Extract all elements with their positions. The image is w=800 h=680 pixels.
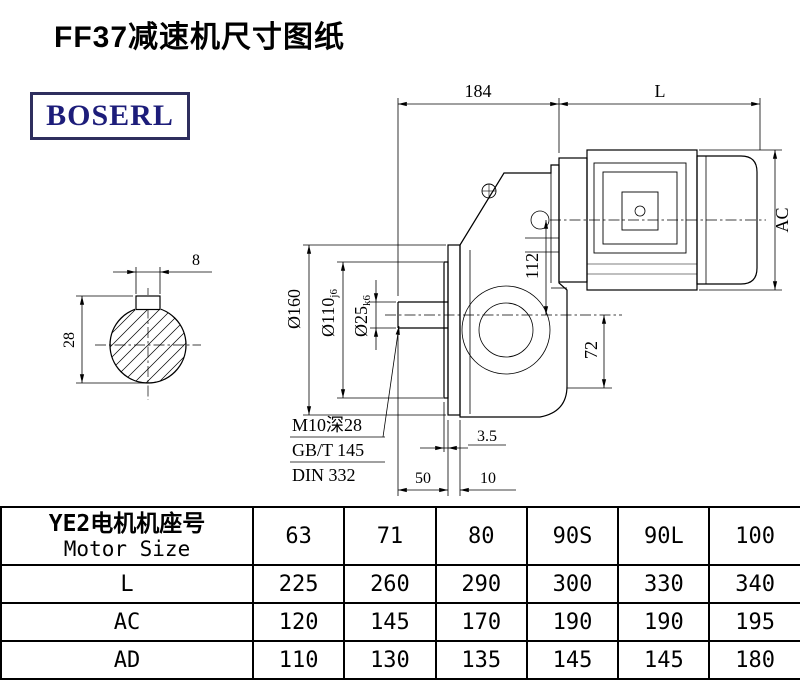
gearbox-internals: [461, 173, 567, 414]
top-dimension-lines: [397, 98, 761, 296]
table-cell: 190: [617, 602, 711, 642]
motor-details: [587, 156, 707, 284]
table-header-row: YE2电机机座号 Motor Size 63 71 80 90S 90L 100: [0, 506, 800, 566]
table-cell: 225: [251, 564, 346, 604]
table-cell: 180: [708, 640, 800, 680]
fan-cover: [696, 155, 758, 285]
dim-AC: AC: [772, 207, 792, 232]
col-header-90S: 90S: [525, 506, 620, 566]
key-block: [135, 295, 161, 311]
dim-spigot-dia: Ø110j6: [318, 289, 340, 337]
section-hatching: [109, 306, 187, 384]
dim-flange-dia: Ø160: [284, 289, 304, 329]
flange-plate: [447, 244, 461, 416]
boserl-logo: BOSERL: [30, 92, 190, 140]
table-cell: 290: [434, 564, 528, 604]
table-cell: 145: [343, 602, 437, 642]
table-cell: 110: [251, 640, 346, 680]
dim-112: 112: [522, 253, 542, 279]
table-cell: 190: [525, 602, 620, 642]
note-lines: [290, 325, 400, 463]
note-din332: DIN 332: [292, 465, 356, 485]
dim-72: 72: [581, 341, 601, 359]
output-shaft: [397, 301, 448, 329]
bottom-dimension-lines: [397, 334, 516, 496]
table-header-motor-size: YE2电机机座号 Motor Size: [0, 506, 254, 566]
table-cell: 170: [434, 602, 528, 642]
header-label-en: Motor Size: [63, 537, 191, 562]
col-header-80: 80: [434, 506, 528, 566]
table-cell: 145: [617, 640, 711, 680]
technical-drawing: 8 28: [61, 81, 792, 496]
ac-dimension-lines: [699, 149, 782, 291]
dim-72-lines: [567, 315, 612, 389]
dim-184: 184: [465, 81, 492, 101]
main-view: 184 L AC 112 72: [284, 81, 792, 496]
table-cell: 260: [343, 564, 437, 604]
table-cell: 195: [708, 602, 800, 642]
motor-size-table: YE2电机机座号 Motor Size 63 71 80 90S 90L 100…: [0, 506, 800, 680]
col-header-100: 100: [708, 506, 800, 566]
note-tap-hole: M10深28: [292, 415, 362, 435]
row-label-L: L: [0, 564, 254, 604]
col-header-90L: 90L: [617, 506, 711, 566]
dim-key-height: 28: [61, 332, 78, 348]
table-cell: 135: [434, 640, 528, 680]
page-title: FF37减速机尺寸图纸: [54, 21, 346, 54]
motor: [558, 149, 758, 291]
table-cell: 340: [708, 564, 800, 604]
table-row-AC: AC 120 145 170 190 190 195: [0, 602, 800, 642]
table-cell: 120: [251, 602, 346, 642]
row-label-AD: AD: [0, 640, 254, 680]
shaft-section-view: 8 28: [61, 252, 212, 400]
dim-3-5: 3.5: [477, 428, 497, 445]
table-row-AD: AD 110 130 135 145 145 180: [0, 640, 800, 680]
dim-shaft-dia: Ø25k6: [351, 295, 373, 338]
table-cell: 330: [617, 564, 711, 604]
dim-key-width: 8: [192, 252, 200, 269]
table-cell: 145: [525, 640, 620, 680]
table-cell: 300: [525, 564, 620, 604]
row-label-AC: AC: [0, 602, 254, 642]
dim-10: 10: [480, 470, 496, 487]
dim-50: 50: [415, 470, 431, 487]
note-gbt145: GB/T 145: [292, 440, 364, 460]
table-cell: 130: [343, 640, 437, 680]
diameter-dimension-lines: [303, 244, 446, 416]
header-label-zh: YE2电机机座号: [48, 510, 206, 537]
gearbox-housing: [459, 164, 568, 418]
section-dimension-lines: [76, 267, 212, 384]
dim-motor-length-L: L: [655, 81, 666, 101]
col-header-71: 71: [343, 506, 437, 566]
table-row-L: L 225 260 290 300 330 340: [0, 564, 800, 604]
flange-spigot: [443, 261, 449, 399]
col-header-63: 63: [251, 506, 346, 566]
